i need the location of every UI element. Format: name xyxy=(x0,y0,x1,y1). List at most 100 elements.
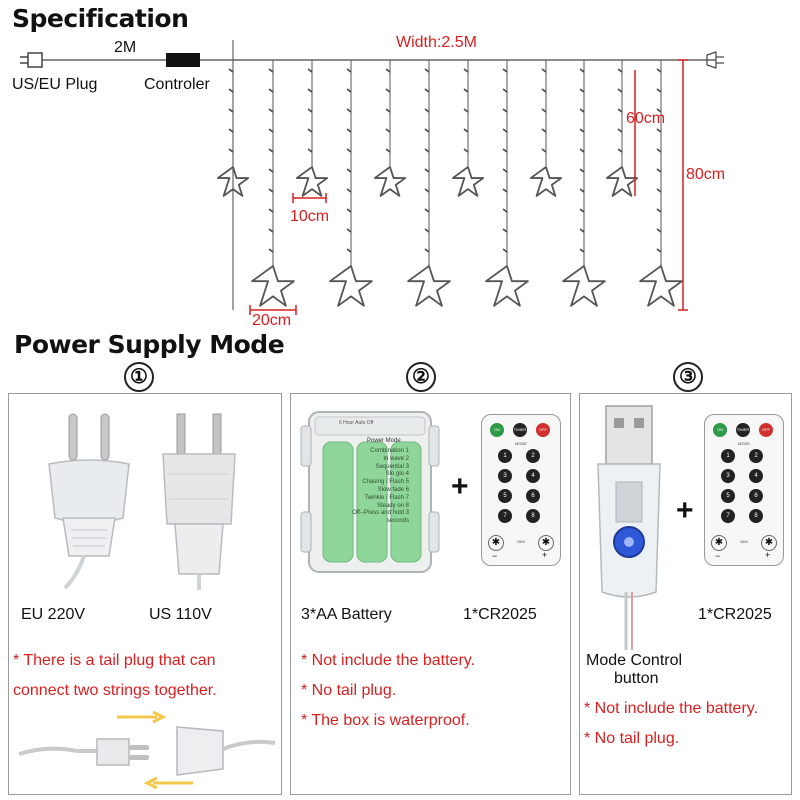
led-bulb xyxy=(617,108,623,113)
star-icon xyxy=(453,167,483,196)
eu-plug-icon xyxy=(48,413,130,590)
small-star-size-label: 10cm xyxy=(290,208,330,225)
led-bulb xyxy=(502,208,508,213)
remote-number-button: 7 xyxy=(498,509,512,523)
remote-timer-button: TIMER xyxy=(736,423,750,437)
mode-2-number: ② xyxy=(406,362,436,392)
led-bulb xyxy=(502,68,508,73)
led-bulb xyxy=(502,128,508,133)
battery-mode-panel: 6 Hour Auto Off Power Mode Combination 1… xyxy=(290,393,571,795)
led-bulb xyxy=(346,248,352,253)
led-bulb xyxy=(656,168,662,173)
led-bulb xyxy=(463,88,469,93)
remote-dim-label: DIM xyxy=(517,539,525,544)
us-plug-icon xyxy=(162,413,236,590)
led-bulb xyxy=(346,128,352,133)
remote-on-button: ON xyxy=(490,423,504,437)
led-bulb xyxy=(424,208,430,213)
led-bulb xyxy=(268,88,274,93)
width-label: Width:2.5M xyxy=(396,34,477,51)
remote-number-button: 7 xyxy=(721,509,735,523)
led-bulb xyxy=(268,68,274,73)
remote-number-button: 4 xyxy=(749,469,763,483)
battery-box-mode-list: Combination 1 In wave 2 Sequential 3 Slo… xyxy=(352,448,409,525)
led-bulb xyxy=(228,128,234,133)
tail-plug-note-line-1: * There is a tail plug that can xyxy=(13,652,216,669)
led-bulb xyxy=(228,68,234,73)
led-bulb xyxy=(617,128,623,133)
led-bulb xyxy=(463,128,469,133)
controller-box xyxy=(166,53,200,67)
led-bulb xyxy=(579,168,585,173)
led-bulb xyxy=(346,68,352,73)
battery-mode-note-1: * Not include the battery. xyxy=(301,652,476,669)
remote-off-button: OFF xyxy=(536,423,550,437)
battery-mode-note-3: * The box is waterproof. xyxy=(301,712,470,729)
led-bulb xyxy=(579,228,585,233)
led-bulb xyxy=(346,188,352,193)
remote-number-button: 8 xyxy=(749,509,763,523)
led-bulb xyxy=(541,88,547,93)
star-icon xyxy=(297,167,327,196)
remote-number-button: 2 xyxy=(526,449,540,463)
battery-box-title: Power Mode xyxy=(367,438,401,444)
led-bulb xyxy=(268,108,274,113)
led-bulb xyxy=(541,68,547,73)
plug-icon xyxy=(20,52,43,68)
controller-label: Controler xyxy=(144,76,210,93)
remote-dim-up-icon: ✱ xyxy=(538,535,554,551)
plus-sign: + xyxy=(451,470,469,503)
led-bulb xyxy=(228,108,234,113)
star-icon xyxy=(563,266,605,306)
tail-plug-connection-illustration xyxy=(18,710,276,789)
big-star-size-label: 20cm xyxy=(252,312,292,329)
remote-off-button: OFF xyxy=(759,423,773,437)
led-bulb xyxy=(617,148,623,153)
led-bulb xyxy=(424,148,430,153)
led-bulb xyxy=(346,228,352,233)
led-bulb xyxy=(502,168,508,173)
star-icon xyxy=(330,266,372,306)
remote-dim-label: DIM xyxy=(740,539,748,544)
led-bulb xyxy=(424,228,430,233)
led-bulb xyxy=(656,68,662,73)
remote-number-button: 6 xyxy=(749,489,763,503)
usb-mode-note-1: * Not include the battery. xyxy=(584,700,759,717)
led-bulb xyxy=(579,248,585,253)
led-bulb xyxy=(579,188,585,193)
led-bulb xyxy=(579,208,585,213)
eu-voltage-label: EU 220V xyxy=(21,606,86,623)
led-bulb xyxy=(541,128,547,133)
us-voltage-label: US 110V xyxy=(149,606,212,623)
remote-plus-label: + xyxy=(765,550,771,560)
usb-mode-note-2: * No tail plug. xyxy=(584,730,680,747)
led-bulb xyxy=(617,68,623,73)
remote-number-button: 5 xyxy=(498,489,512,503)
led-bulb xyxy=(268,228,274,233)
led-bulb xyxy=(228,88,234,93)
led-bulb xyxy=(502,188,508,193)
remote-plus-label: + xyxy=(542,550,548,560)
coin-battery-label: 1*CR2025 xyxy=(698,606,772,623)
mode-control-label-line-2: button xyxy=(614,670,659,687)
led-bulb xyxy=(424,68,430,73)
led-bulb xyxy=(463,68,469,73)
star-icon xyxy=(531,167,561,196)
star-icon xyxy=(640,266,682,306)
led-bulb xyxy=(307,128,313,133)
led-bulb xyxy=(424,188,430,193)
star-icon xyxy=(408,266,450,306)
led-bulb xyxy=(268,208,274,213)
remote-on-button: ON xyxy=(713,423,727,437)
led-bulb xyxy=(656,248,662,253)
led-bulb xyxy=(268,148,274,153)
led-bulb xyxy=(268,188,274,193)
led-bulb xyxy=(307,148,313,153)
battery-label: 3*AA Battery xyxy=(301,606,392,623)
short-drop-label: 60cm xyxy=(626,110,666,127)
plug-mode-panel: EU 220V US 110V * There is a tail plug t… xyxy=(8,393,282,795)
remote-number-button: 5 xyxy=(721,489,735,503)
remote-minus-label: − xyxy=(715,551,721,561)
led-bulb xyxy=(307,108,313,113)
